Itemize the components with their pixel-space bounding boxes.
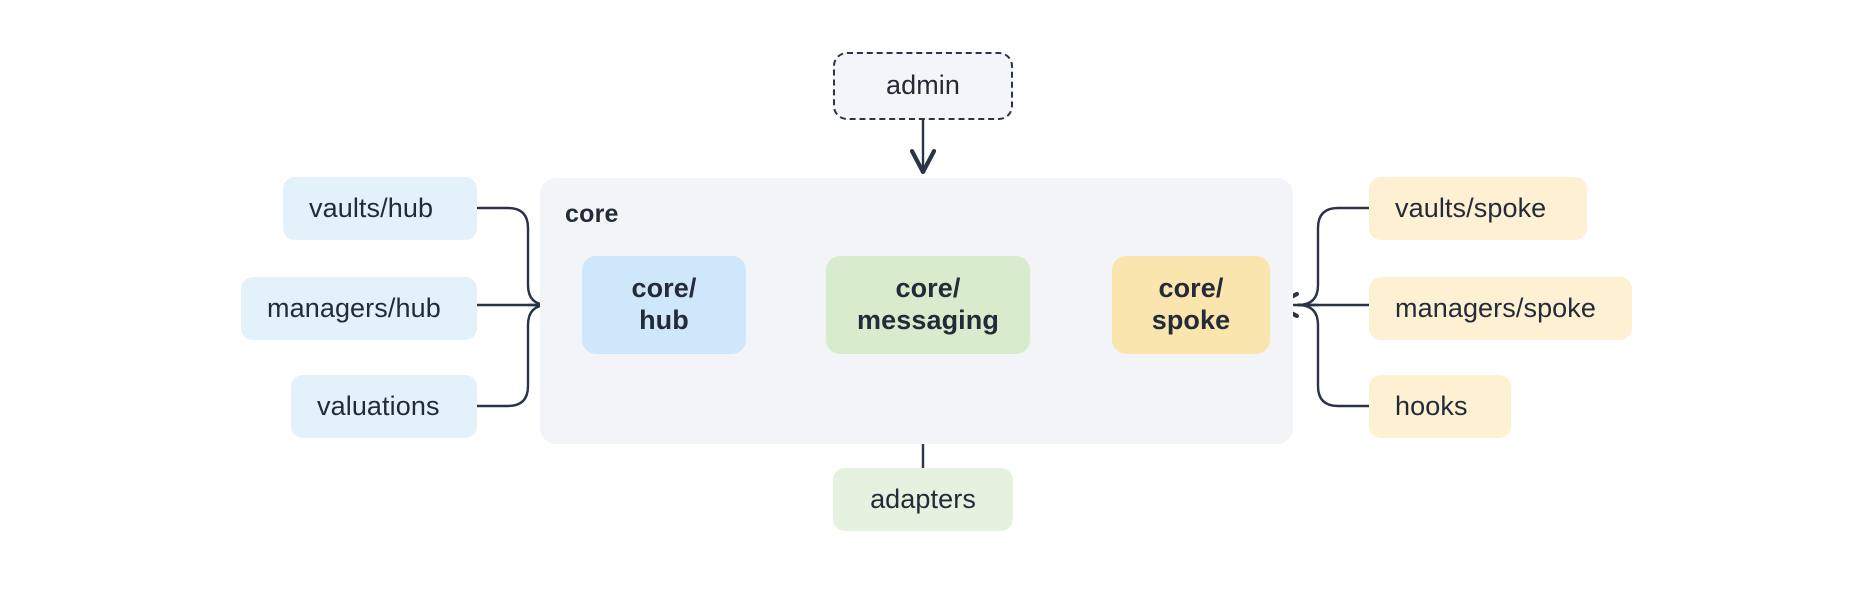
node-managers-hub[interactable]: managers/hub — [241, 277, 477, 340]
node-admin[interactable]: admin — [833, 52, 1013, 120]
node-valuations[interactable]: valuations — [291, 375, 477, 438]
node-hooks[interactable]: hooks — [1369, 375, 1511, 438]
node-vaults-hub[interactable]: vaults/hub — [283, 177, 477, 240]
node-core-spoke[interactable]: core/ spoke — [1112, 256, 1270, 354]
cluster-core-label: core — [565, 200, 619, 228]
edge-hooks-to-spoke — [1296, 303, 1371, 408]
node-core-hub[interactable]: core/ hub — [582, 256, 746, 354]
edge-vaults-hub-to-hub — [475, 206, 550, 307]
node-core-messaging[interactable]: core/ messaging — [826, 256, 1030, 354]
edge-valuations-to-hub — [475, 303, 550, 408]
node-adapters[interactable]: adapters — [833, 468, 1013, 531]
edge-vaults-spoke-to-spoke — [1296, 206, 1371, 307]
node-managers-spoke[interactable]: managers/spoke — [1369, 277, 1632, 340]
node-vaults-spoke[interactable]: vaults/spoke — [1369, 177, 1587, 240]
